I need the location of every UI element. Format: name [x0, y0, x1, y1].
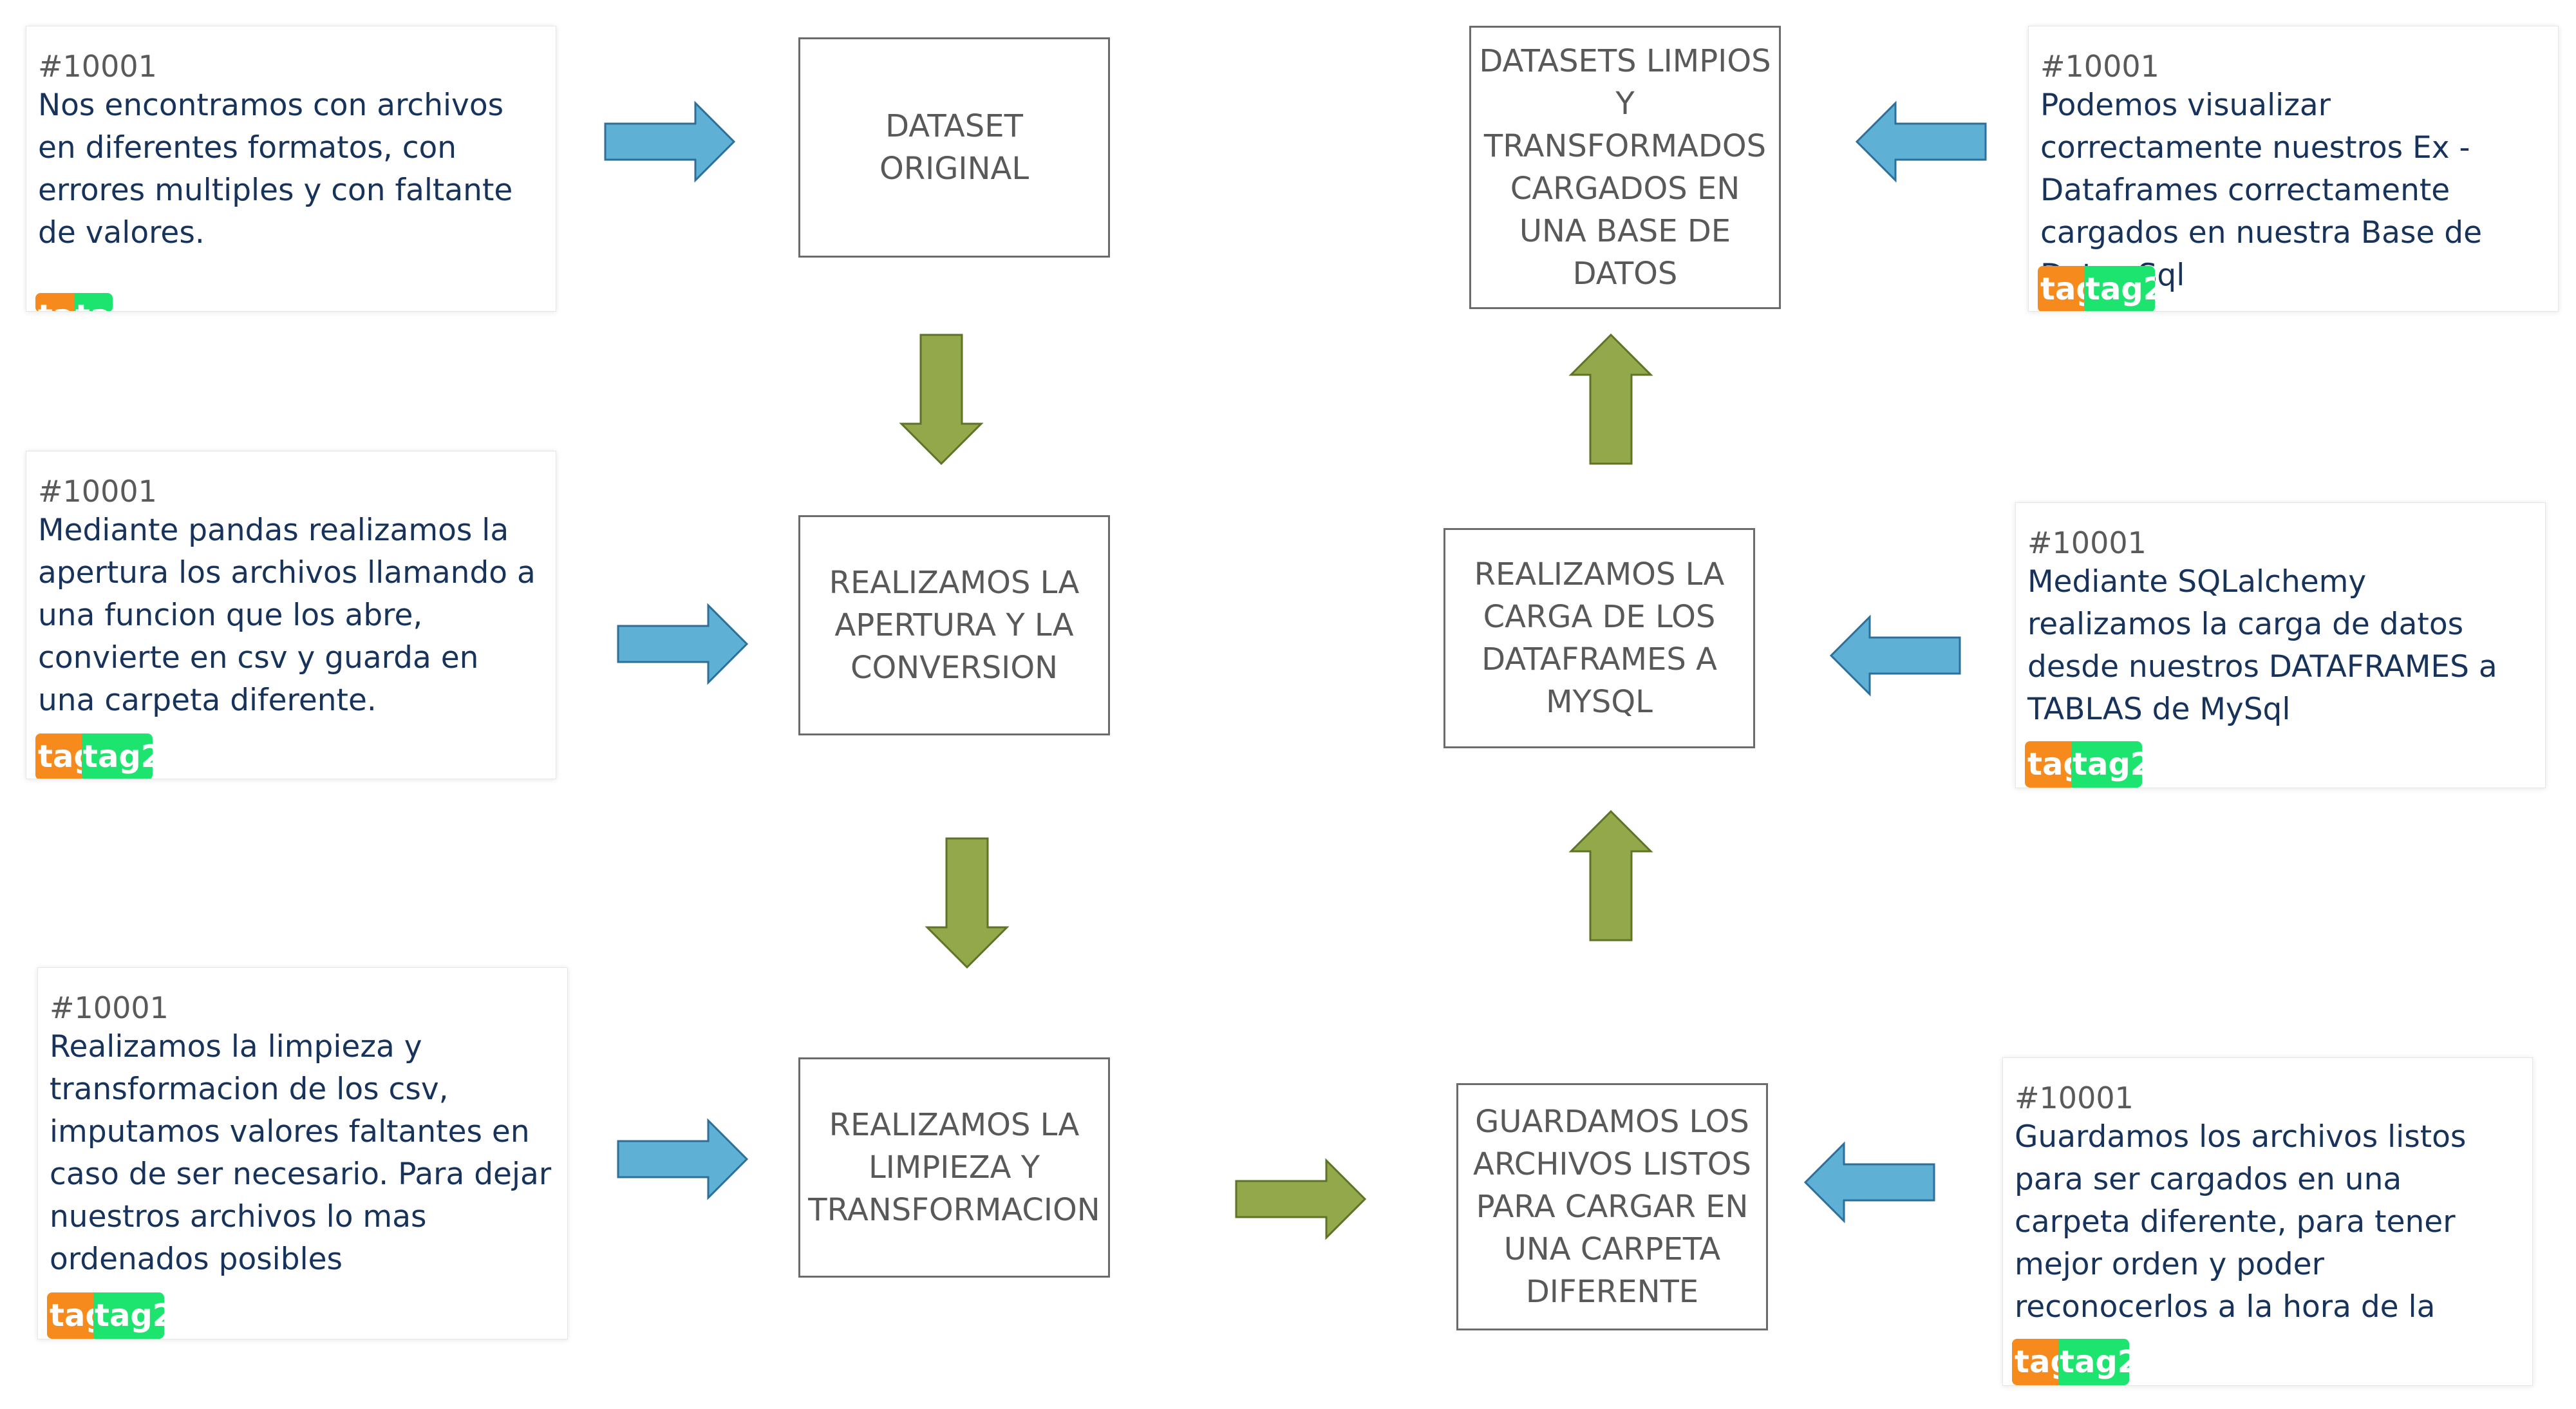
tag-group: tag tag2 — [35, 733, 153, 779]
tag-badge: tag — [35, 733, 82, 779]
card-id: #10001 — [2027, 525, 2147, 560]
tag-group: tag tag2 — [2025, 741, 2142, 788]
note-card[interactable]: #10001 Mediante pandas realizamos la ape… — [26, 451, 556, 779]
tag-badge: tag — [2012, 1339, 2058, 1385]
tag-badge: tag2 — [2084, 266, 2155, 311]
tag-badge: tag — [2038, 266, 2084, 311]
arrow-left-icon — [1855, 100, 1987, 183]
arrow-right-icon — [604, 100, 736, 183]
step-label: REALIZAMOS LA CARGA DE LOS DATAFRAMES A … — [1474, 556, 1725, 720]
card-text: Realizamos la limpieza y transformacion … — [50, 1029, 552, 1277]
arrow-right-icon — [1235, 1158, 1367, 1240]
tag-badge: tag2 — [2058, 1339, 2129, 1385]
tag-group: tag tag2 — [35, 293, 113, 311]
card-text: Podemos visualizar correctamente nuestro… — [2040, 88, 2483, 293]
card-id: #10001 — [50, 990, 169, 1025]
arrow-down-icon — [899, 334, 984, 466]
tag-badge: tag — [35, 293, 74, 311]
note-card[interactable]: #10001 Mediante SQLalchemy realizamos la… — [2015, 502, 2546, 788]
step-carga-mysql[interactable]: REALIZAMOS LA CARGA DE LOS DATAFRAMES A … — [1443, 528, 1755, 748]
arrow-left-icon — [1803, 1141, 1935, 1224]
step-label: REALIZAMOS LA LIMPIEZA Y TRANSFORMACION — [808, 1107, 1100, 1228]
tag-group: tag tag2 — [2038, 266, 2155, 311]
note-card[interactable]: #10001 Podemos visualizar correctamente … — [2028, 26, 2559, 312]
step-apertura-conversion[interactable]: REALIZAMOS LA APERTURA Y LA CONVERSION — [798, 515, 1110, 735]
arrow-up-icon — [1568, 809, 1653, 941]
arrow-down-icon — [925, 837, 1010, 969]
tag-group: tag tag2 — [2012, 1339, 2129, 1385]
step-label: REALIZAMOS LA APERTURA Y LA CONVERSION — [829, 565, 1080, 686]
note-card[interactable]: #10001 Realizamos la limpieza y transfor… — [37, 967, 568, 1339]
step-label: GUARDAMOS LOS ARCHIVOS LISTOS PARA CARGA… — [1473, 1104, 1751, 1310]
arrow-right-icon — [617, 603, 749, 685]
note-card[interactable]: #10001 Nos encontramos con archivos en d… — [26, 26, 556, 312]
card-id: #10001 — [38, 474, 157, 509]
tag-badge: tag2 — [82, 733, 153, 779]
tag-badge: tag — [47, 1292, 93, 1339]
arrow-up-icon — [1568, 333, 1653, 465]
step-limpieza-transformacion[interactable]: REALIZAMOS LA LIMPIEZA Y TRANSFORMACION — [798, 1057, 1110, 1278]
card-text: Guardamos los archivos listos para ser c… — [2015, 1119, 2467, 1367]
tag-badge: tag2 — [74, 293, 113, 311]
note-card[interactable]: #10001 Guardamos los archivos listos par… — [2002, 1057, 2533, 1386]
card-text: Nos encontramos con archivos en diferent… — [38, 88, 513, 251]
card-id: #10001 — [2040, 49, 2159, 84]
arrow-right-icon — [617, 1118, 749, 1200]
step-datasets-cargados[interactable]: DATASETS LIMPIOS Y TRANSFORMADOS CARGADO… — [1469, 26, 1781, 309]
step-label: DATASETS LIMPIOS Y TRANSFORMADOS CARGADO… — [1479, 43, 1771, 292]
tag-badge: tag2 — [2071, 741, 2142, 788]
card-text: Mediante pandas realizamos la apertura l… — [38, 513, 536, 718]
tag-badge: tag — [2025, 741, 2071, 788]
card-id: #10001 — [38, 49, 157, 84]
tag-group: tag tag2 — [47, 1292, 164, 1339]
arrow-left-icon — [1829, 614, 1961, 697]
step-dataset-original[interactable]: DATASET ORIGINAL — [798, 37, 1110, 258]
step-guardamos-archivos[interactable]: GUARDAMOS LOS ARCHIVOS LISTOS PARA CARGA… — [1456, 1083, 1768, 1330]
tag-badge: tag2 — [93, 1292, 164, 1339]
step-label: DATASET ORIGINAL — [879, 108, 1029, 187]
card-id: #10001 — [2015, 1081, 2134, 1115]
card-text: Mediante SQLalchemy realizamos la carga … — [2027, 564, 2497, 727]
